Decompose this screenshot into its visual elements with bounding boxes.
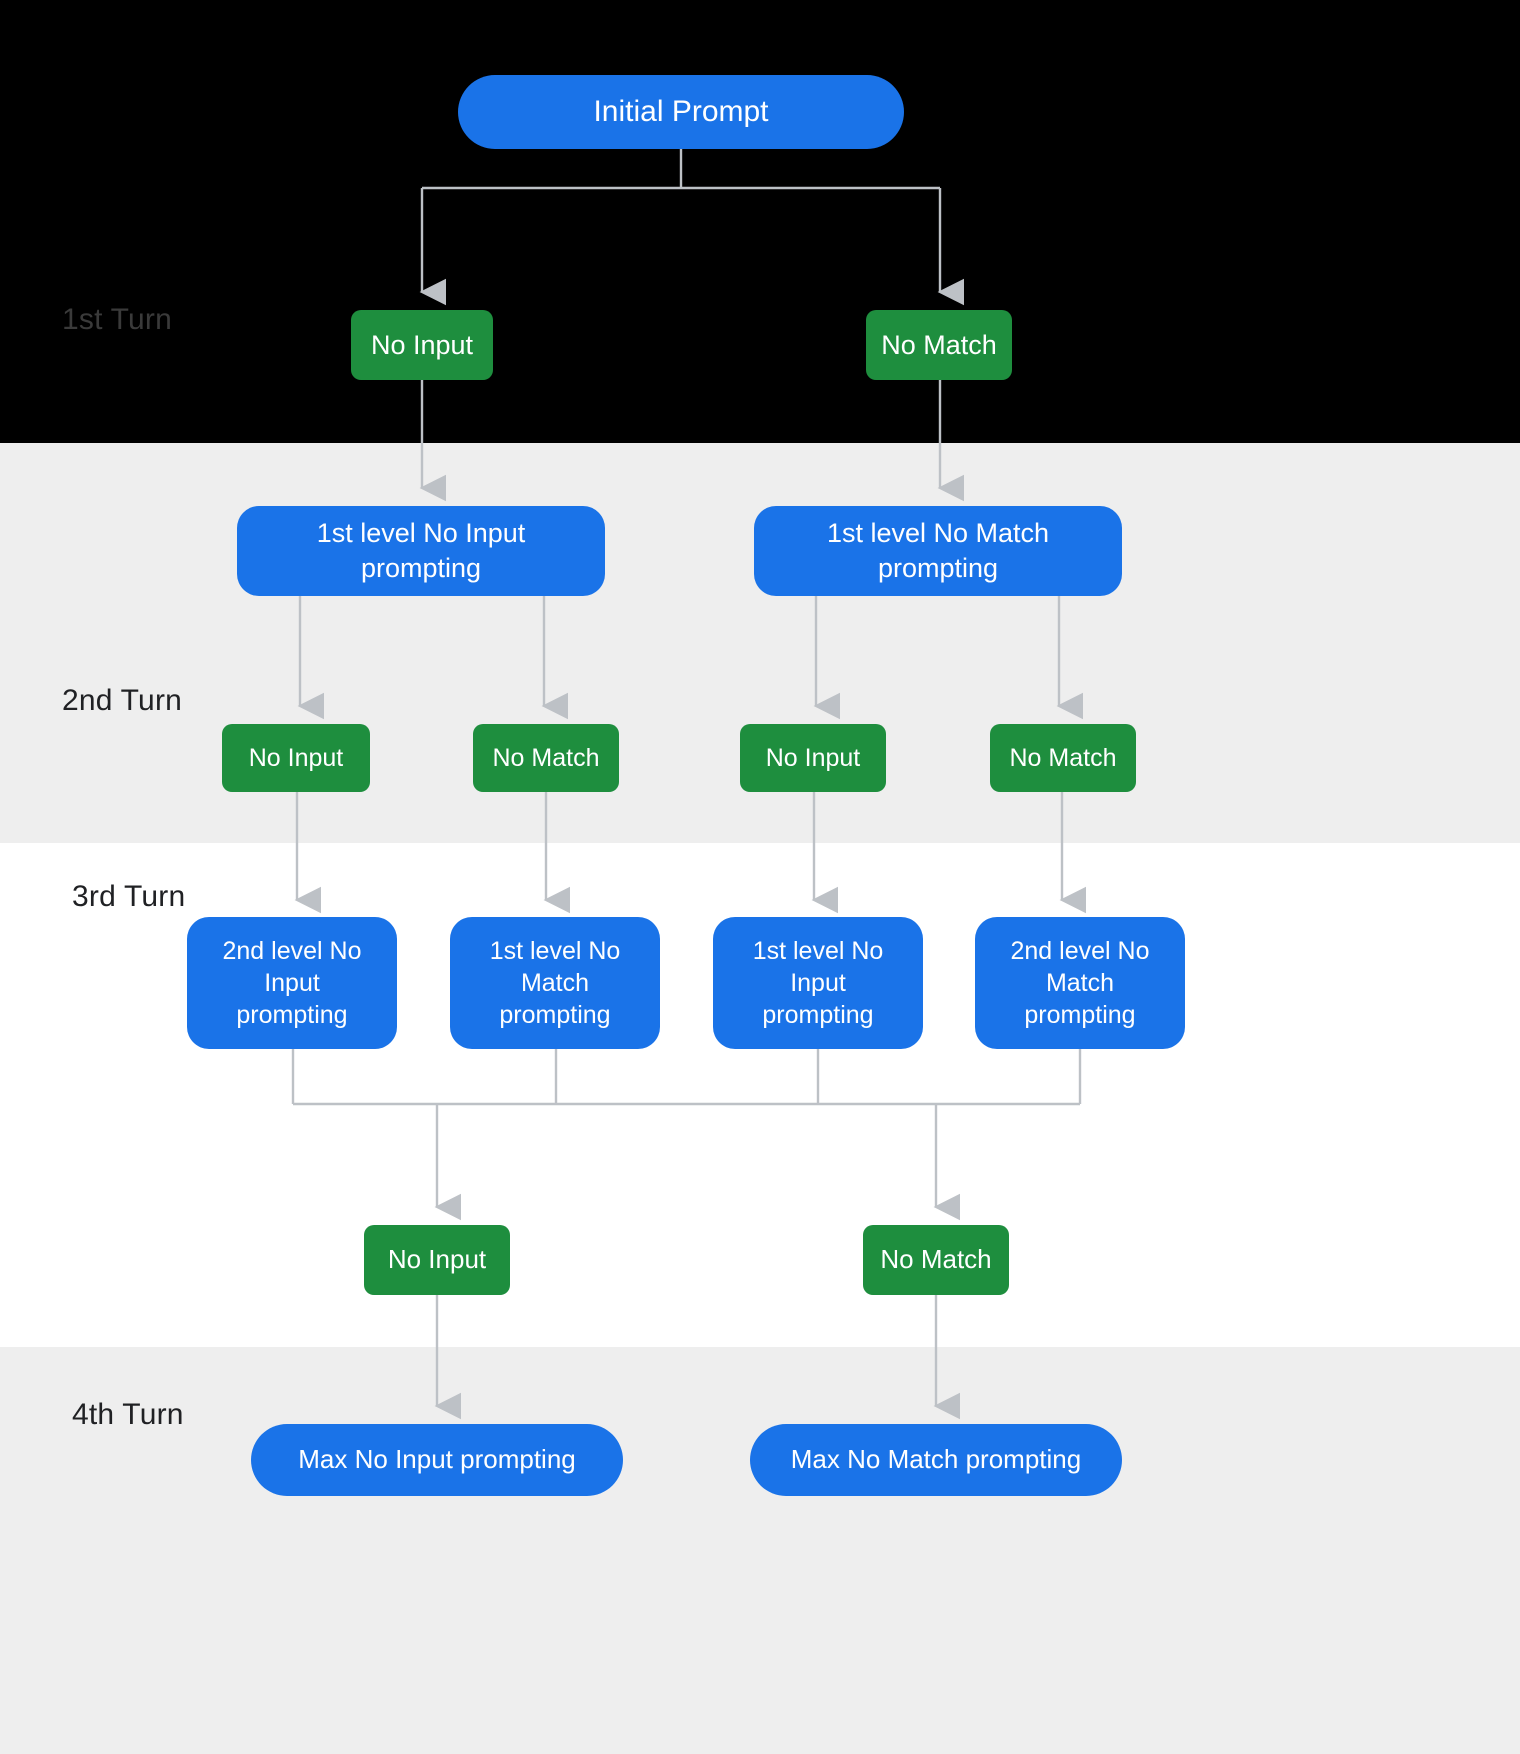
node-label-turn1-no-input: No Input (370, 329, 474, 360)
node-turn4-max-no-match[interactable]: Max No Match prompting (750, 1424, 1122, 1496)
turn-label-turn-4: 4th Turn (72, 1398, 184, 1431)
node-turn2-no-input-b[interactable]: No Input (740, 724, 886, 792)
node-turn1-no-match[interactable]: No Match (866, 310, 1012, 380)
node-turn2-no-match-b[interactable]: No Match (990, 724, 1136, 792)
node-label-turn2-no-match-a: No Match (492, 744, 600, 772)
node-turn2-no-match-a[interactable]: No Match (473, 724, 619, 792)
node-label-turn1-no-match: No Match (881, 329, 997, 360)
node-turn4-max-no-input[interactable]: Max No Input prompting (251, 1424, 623, 1496)
node-label-turn2-no-input-b: No Input (765, 744, 861, 772)
node-label-turn4-max-no-match: Max No Match prompting (790, 1444, 1082, 1475)
1st-turn-band (0, 0, 1520, 443)
turn-label-turn-1: 1st Turn (62, 303, 172, 336)
node-initial-prompt[interactable]: Initial Prompt (458, 75, 904, 149)
turn-label-turn-3: 3rd Turn (72, 880, 186, 913)
node-label-turn4-max-no-input: Max No Input prompting (298, 1444, 576, 1475)
node-turn3-no-match[interactable]: No Match (863, 1225, 1009, 1295)
node-label-turn3-no-match: No Match (880, 1244, 992, 1275)
node-turn1-no-input[interactable]: No Input (351, 310, 493, 380)
node-label-turn3-no-input: No Input (387, 1244, 487, 1275)
node-turn3-no-input[interactable]: No Input (364, 1225, 510, 1295)
turn-label-turn-2: 2nd Turn (62, 684, 183, 717)
node-label-initial-prompt: Initial Prompt (593, 94, 769, 128)
4th-turn-band (0, 1347, 1520, 1754)
node-label-turn2-no-input-a: No Input (248, 744, 344, 772)
node-label-turn2-no-match-b: No Match (1009, 744, 1117, 772)
node-turn2-no-input-a[interactable]: No Input (222, 724, 370, 792)
